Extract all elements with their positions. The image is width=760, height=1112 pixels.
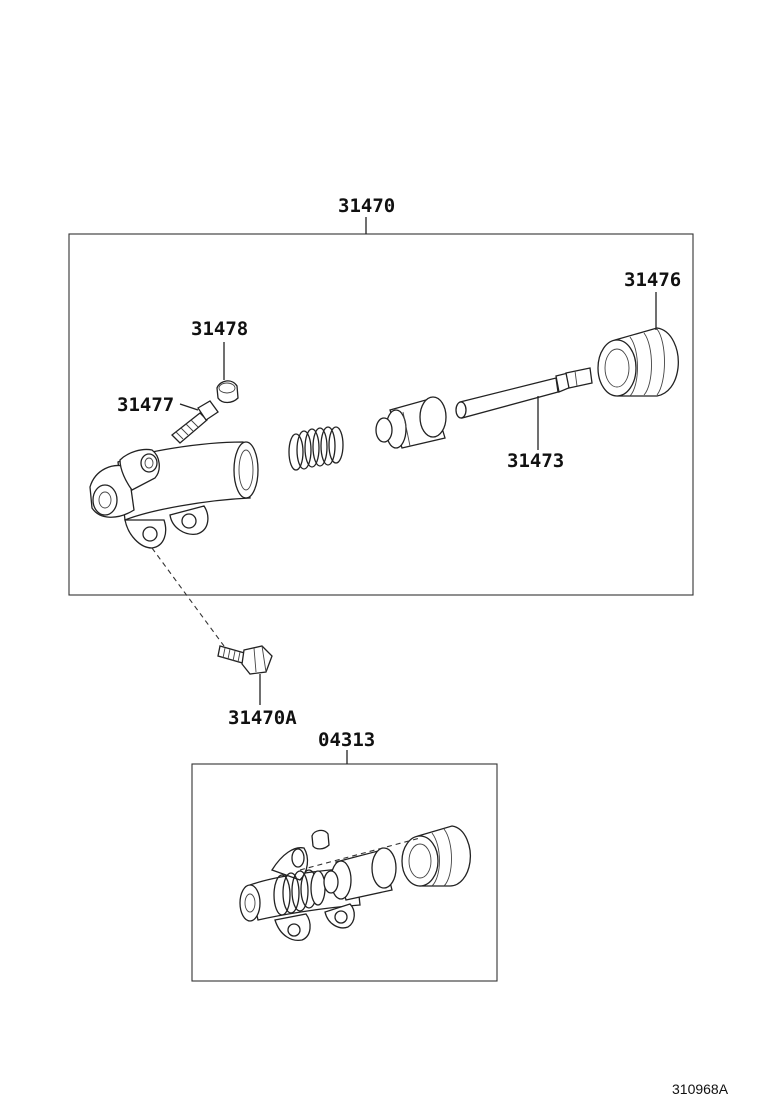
push-rod-31473[interactable] <box>455 367 593 419</box>
bolt-guide-line <box>151 547 225 647</box>
boot-31476[interactable] <box>597 327 679 397</box>
bleeder-cap-31478[interactable] <box>216 380 239 404</box>
label-31477[interactable]: 31477 <box>117 394 174 416</box>
leader-31477 <box>179 403 199 411</box>
assembly-31470-frame <box>68 233 694 596</box>
kit-04313-frame <box>191 763 498 982</box>
bleeder-plug-31477[interactable] <box>171 400 219 444</box>
kit-04313-parts[interactable] <box>239 825 472 942</box>
label-31470A[interactable]: 31470A <box>228 707 297 729</box>
label-31476[interactable]: 31476 <box>624 269 681 291</box>
diagram-reference-code: 310968A <box>672 1081 729 1097</box>
label-04313[interactable]: 04313 <box>318 729 375 751</box>
label-31478[interactable]: 31478 <box>191 318 248 340</box>
bolt-31470A[interactable] <box>217 645 273 675</box>
piston[interactable] <box>375 396 447 449</box>
label-31470[interactable]: 31470 <box>338 195 395 217</box>
spring[interactable] <box>288 426 344 471</box>
cylinder-body[interactable] <box>89 441 259 549</box>
label-31473[interactable]: 31473 <box>507 450 564 472</box>
